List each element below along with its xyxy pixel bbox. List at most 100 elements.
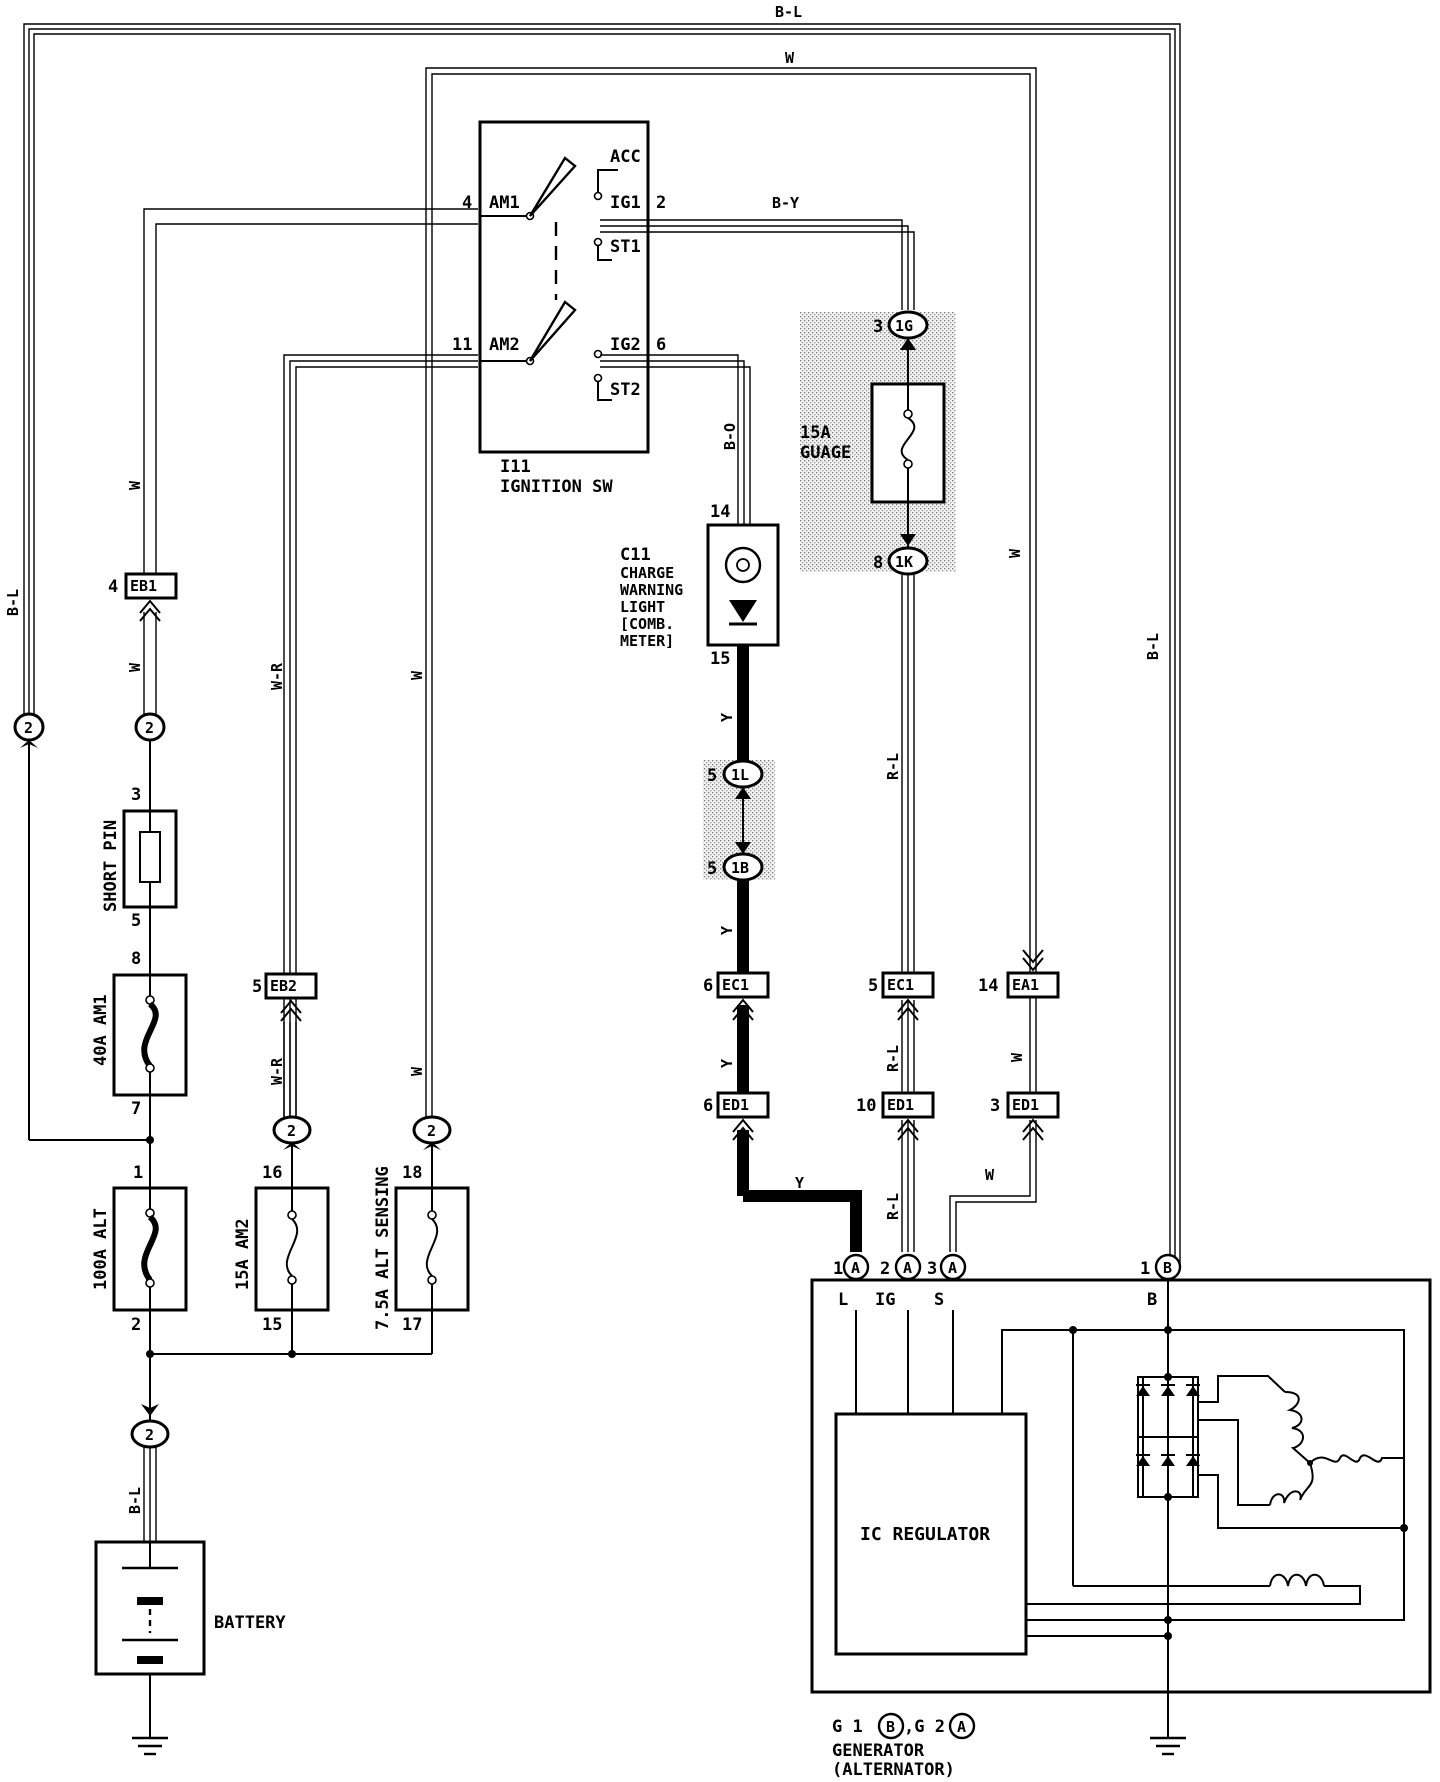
junction-node-bus — [146, 1350, 154, 1358]
connector-ea1: EA1 14 — [978, 949, 1060, 999]
ignition-terminal-st2: ST2 — [610, 380, 641, 400]
connector-1k — [887, 546, 929, 576]
ignition-pin-am1: 4 — [462, 193, 472, 213]
wire-w-right-lower — [949, 997, 1037, 1252]
wire-label-w-r-upper: W-R — [268, 662, 286, 690]
wire-label-b-o: B-O — [721, 423, 739, 450]
ground-icon-battery — [132, 1736, 168, 1756]
svg-text:A: A — [948, 1259, 957, 1277]
ignition-terminal-st1: ST1 — [610, 237, 641, 257]
y-junction: 1L 5 1B 5 — [707, 759, 764, 882]
connector-eb2: EB2 5 — [252, 972, 318, 1022]
connector-ec1-y: EC1 6 — [703, 971, 770, 1021]
battery-label: BATTERY — [214, 1613, 286, 1633]
wire-b-o — [600, 354, 751, 525]
ignition-pin-am2: 11 — [452, 335, 472, 355]
ignition-pin-ig1: 2 — [656, 193, 666, 213]
wire-label-left-bl: B-L — [4, 589, 22, 616]
wire-label-w-r-lower: W-R — [268, 1057, 286, 1085]
ignition-terminal-ig2: IG2 — [610, 335, 641, 355]
fuse-am2-pin-top: 16 — [262, 1163, 282, 1183]
ignition-switch-box — [478, 120, 650, 454]
fuse-alt-label: 100A ALT — [91, 1208, 111, 1290]
charge-light-line-3: LIGHT — [620, 598, 665, 616]
wire-label-r-l-3: R-L — [884, 1193, 902, 1220]
ignition-terminal-am2: AM2 — [489, 335, 520, 355]
wire-label-battery-bl: B-L — [126, 1487, 144, 1514]
svg-text:1: 1 — [1140, 1259, 1150, 1279]
wire-battery-bl — [143, 1447, 157, 1542]
svg-text:1: 1 — [833, 1259, 843, 1279]
connector-2-battery: 2 — [130, 1404, 170, 1449]
wire-b-l-top — [23, 23, 1181, 1265]
ignition-switch-code: I11 — [500, 457, 531, 477]
svg-text:2: 2 — [287, 1122, 296, 1140]
charge-light-line-5: METER] — [620, 632, 674, 650]
svg-text:5: 5 — [868, 976, 878, 996]
generator-code-g1: G 1 — [832, 1717, 863, 1737]
charge-light-line-4: [COMB. — [620, 615, 674, 633]
fuse-am1-label: 40A AM1 — [91, 994, 111, 1066]
fuse-am1-pin-bottom: 7 — [131, 1099, 141, 1119]
wire-w-top — [425, 67, 1037, 1119]
charge-light-box — [706, 523, 780, 647]
charge-light-line-2: WARNING — [620, 581, 683, 599]
fuse-15a-am2: 16 15 15A AM2 — [233, 1143, 330, 1354]
terminal-ig: 2 A IG — [875, 1253, 922, 1310]
ignition-pin-ig2: 6 — [656, 335, 666, 355]
wire-label-y-3: Y — [718, 1059, 736, 1068]
fuse-100a-alt: 1 2 100A ALT — [91, 1163, 188, 1335]
connector-1b-label: 1B — [731, 859, 749, 877]
svg-text:2: 2 — [880, 1259, 890, 1279]
gauge-fuse: 1G 3 1K 8 15A GUAGE — [800, 310, 946, 576]
svg-text:3: 3 — [927, 1259, 937, 1279]
svg-text:EB1: EB1 — [130, 577, 157, 595]
fuse-sensing-label: 7.5A ALT SENSING — [373, 1166, 393, 1330]
fuse-sensing-pin-top: 18 — [402, 1163, 422, 1183]
connector-2-bl: 2 — [13, 712, 45, 1140]
fuse-am2-label: 15A AM2 — [233, 1218, 253, 1290]
gauge-fuse-name: GUAGE — [800, 443, 851, 463]
svg-text:L: L — [838, 1290, 848, 1310]
wire-label-y-4: Y — [795, 1174, 804, 1192]
connector-1b — [722, 852, 764, 882]
connector-1k-label: 1K — [895, 553, 913, 571]
svg-text:2: 2 — [145, 719, 154, 737]
charge-warning-light: 14 15 C11 CHARGE WARNING LIGHT [COMB. ME… — [620, 502, 780, 669]
wire-label-top-bl: B-L — [775, 3, 802, 21]
ignition-switch: ACC IG1 ST1 AM1 AM2 IG2 ST2 4 2 11 6 I11… — [452, 120, 666, 497]
generator-code-sep: ,G 2 — [904, 1717, 945, 1737]
ignition-terminal-ig1: IG1 — [610, 193, 641, 213]
wire-y — [737, 645, 862, 1252]
y-junction-pin-top: 5 — [707, 766, 717, 786]
generator: 1 A L 2 A IG 3 A S 1 B B IC REGULAT — [810, 1253, 1432, 1780]
junction-node-am1 — [146, 1136, 154, 1144]
field-coil — [1026, 1573, 1361, 1605]
connector-ed1-rl: ED1 10 — [856, 1091, 935, 1141]
svg-text:2: 2 — [24, 719, 33, 737]
fuse-am1-pin-top: 8 — [131, 949, 141, 969]
connector-eb1: EB1 4 — [108, 572, 178, 622]
generator-code-b: B — [886, 1718, 895, 1736]
gauge-pin-top: 3 — [873, 317, 883, 337]
svg-text:A: A — [851, 1259, 860, 1277]
wire-label-w-am1-upper: W — [126, 480, 144, 490]
wire-label-w-right-2: W — [1008, 1052, 1026, 1062]
terminal-s: 3 A S — [927, 1253, 967, 1310]
wire-label-r-l-1: R-L — [884, 753, 902, 780]
wire-label-right-bl: B-L — [1144, 633, 1162, 660]
short-pin-bottom: 5 — [131, 911, 141, 931]
svg-text:3: 3 — [990, 1096, 1000, 1116]
wire-label-w-right-1: W — [1006, 548, 1024, 558]
connector-ed1-y: ED1 6 — [703, 1091, 770, 1141]
y-junction-pin-bottom: 5 — [707, 859, 717, 879]
ic-regulator-box — [834, 1412, 1028, 1656]
wire-label-w-sense-upper: W — [408, 670, 426, 680]
fuse-alt-pin-top: 1 — [133, 1163, 143, 1183]
charge-light-code: C11 — [620, 545, 651, 565]
svg-text:IG: IG — [875, 1290, 895, 1310]
wire-w-r-am2 — [283, 354, 478, 1118]
svg-text:2: 2 — [427, 1122, 436, 1140]
svg-text:B: B — [1163, 1259, 1172, 1277]
